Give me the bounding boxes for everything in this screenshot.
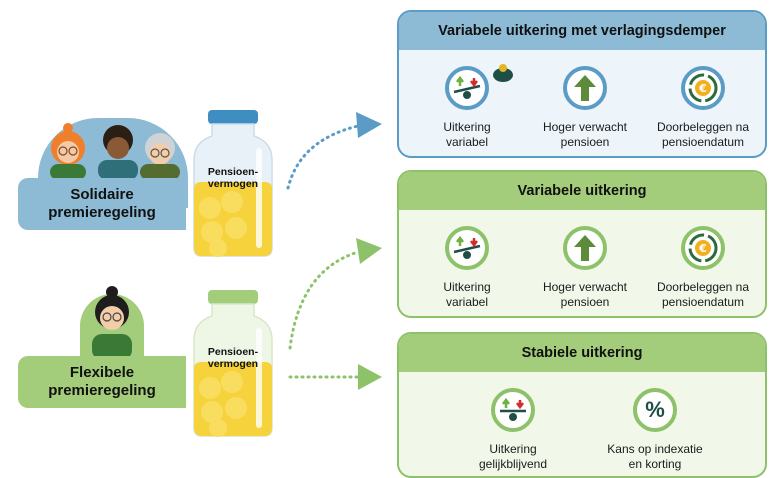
solidaire-label: Solidaire premieregeling: [18, 178, 186, 230]
arrow-head-2: [356, 238, 382, 264]
seesaw-icon: [491, 388, 535, 432]
item-text: Doorbeleggen na pensioendatum: [656, 280, 750, 309]
arrow-up-icon: [563, 226, 607, 270]
arrow-head-3: [358, 364, 382, 390]
arrow-up-icon: [563, 66, 607, 110]
solidaire-label-line2: premieregeling: [48, 204, 156, 221]
piggy-purse-icon: [493, 64, 513, 82]
flexibele-label-line2: premieregeling: [48, 382, 156, 399]
person-icon: [92, 286, 132, 360]
arrow-to-card-2: [288, 250, 360, 350]
seesaw-icon: [445, 66, 489, 110]
euro-reinvest-icon: €: [681, 226, 725, 270]
pension-jar-solidaire: [193, 110, 273, 257]
jar-label-line1: Pensioen-: [207, 346, 259, 358]
item-text: Uitkering gelijkblijvend: [478, 442, 548, 471]
jar-label-line1: Pensioen-: [207, 166, 259, 178]
item-text: Uitkering variabel: [443, 120, 491, 149]
card-title: Variabele uitkering: [399, 172, 765, 210]
jar-lid: [208, 290, 258, 304]
seesaw-icon: [445, 226, 489, 270]
arrow-head-1: [356, 112, 382, 138]
item-text: Doorbeleggen na pensioendatum: [656, 120, 750, 149]
card-title: Stabiele uitkering: [399, 334, 765, 372]
jar-lid: [208, 110, 258, 124]
card-title: Variabele uitkering met verlagingsdemper: [399, 12, 765, 50]
people-group-icon: [50, 123, 180, 180]
pension-jar-flexibele: [193, 290, 273, 437]
percent-symbol: %: [645, 397, 665, 422]
percent-icon: %: [633, 388, 677, 432]
card-variabele-uitkering: Variabele uitkering Uitkering variabel H…: [397, 170, 767, 318]
arrow-to-card-1: [286, 124, 360, 190]
jar-label-flexibele: Pensioen- vermogen: [196, 346, 270, 370]
jar-label-line2: vermogen: [207, 178, 259, 190]
item-text: Hoger verwacht pensioen: [542, 280, 628, 309]
svg-text:€: €: [698, 82, 707, 95]
solidaire-label-line1: Solidaire: [70, 186, 134, 203]
card-variabele-verlagingsdemper: Variabele uitkering met verlagingsdemper…: [397, 10, 767, 158]
card-stabiele-uitkering: Stabiele uitkering Uitkering gelijkblijv…: [397, 332, 767, 478]
euro-reinvest-icon: €: [681, 66, 725, 110]
item-text: Hoger verwacht pensioen: [542, 120, 628, 149]
jar-label-solidaire: Pensioen- vermogen: [196, 166, 270, 190]
flexibele-label-line1: Flexibele: [69, 364, 135, 381]
jar-label-line2: vermogen: [207, 358, 259, 370]
solidaire-label-box: [18, 178, 186, 230]
item-text: Uitkering variabel: [443, 280, 491, 309]
flexibele-label: Flexibele premieregeling: [18, 356, 186, 408]
item-text: Kans op indexatie en korting: [607, 442, 703, 471]
flexibele-label-box: [18, 356, 186, 408]
svg-text:€: €: [698, 242, 707, 255]
